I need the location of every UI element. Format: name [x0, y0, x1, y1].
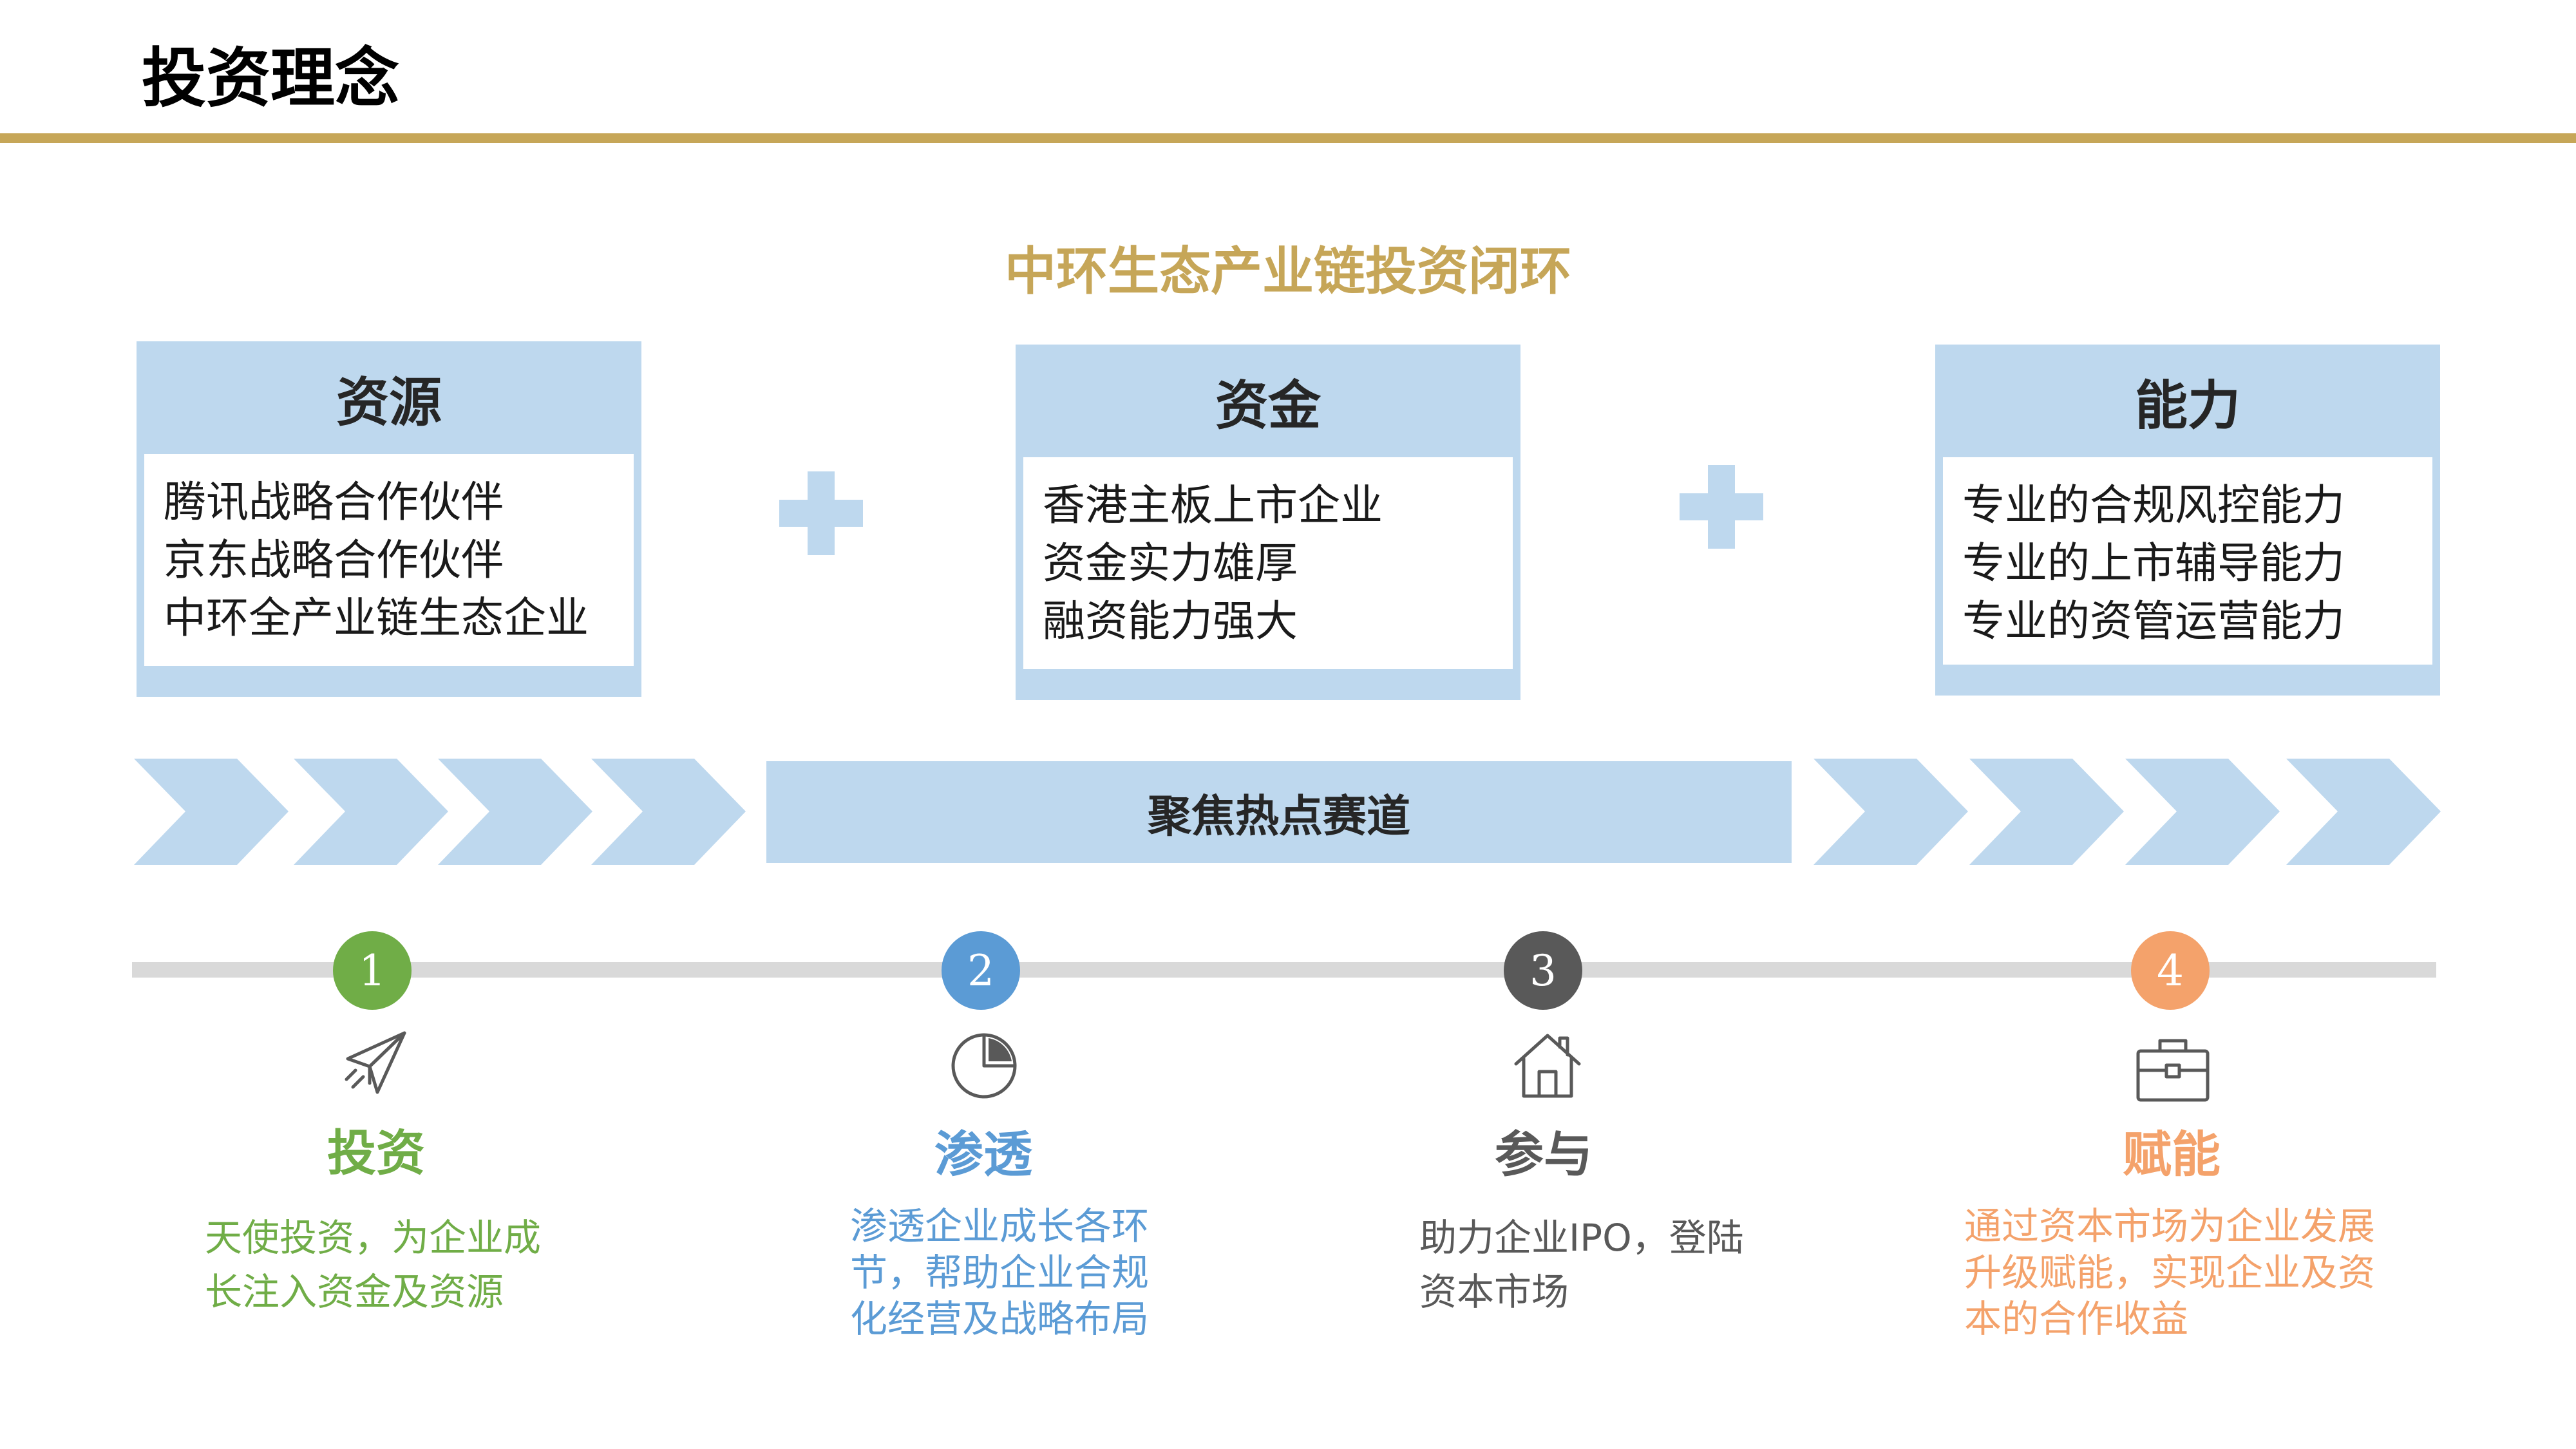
- card-capability: 能力 专业的合规风控能力 专业的上市辅导能力 专业的资管运营能力: [1935, 345, 2440, 696]
- step-description: 助力企业IPO，登陆 资本市场: [1419, 1211, 1744, 1319]
- card-line: 资金实力雄厚: [1043, 538, 1298, 588]
- step-description-line: 天使投资，为企业成: [205, 1216, 542, 1260]
- step-description-line: 化经营及战略布局: [850, 1297, 1150, 1341]
- step-description-line: 通过资本市场为企业发展: [1964, 1204, 2376, 1248]
- chevron-right-icon: [2286, 759, 2441, 865]
- step-description-line: 资本市场: [1419, 1270, 1569, 1314]
- step-number-badge: 1: [333, 931, 412, 1010]
- step-description: 天使投资，为企业成 长注入资金及资源: [205, 1211, 541, 1319]
- plus-icon-bar: [1680, 493, 1763, 520]
- step-description: 通过资本市场为企业发展 升级赋能，实现企业及资 本的合作收益: [1964, 1203, 2375, 1342]
- chevron-right-icon: [294, 759, 448, 865]
- card-line: 京东战略合作伙伴: [164, 535, 504, 585]
- section-subtitle: 中环生态产业链投资闭环: [1005, 242, 1571, 301]
- card-body: 腾讯战略合作伙伴 京东战略合作伙伴 中环全产业链生态企业: [144, 454, 634, 666]
- focus-bar: 聚焦热点赛道: [766, 761, 1792, 863]
- step-description-line: 节，帮助企业合规: [850, 1251, 1150, 1294]
- step-title: 渗透: [934, 1126, 1032, 1183]
- card-line: 中环全产业链生态企业: [164, 593, 589, 643]
- card-line: 专业的资管运营能力: [1962, 596, 2345, 646]
- card-title: 资源: [336, 372, 442, 433]
- card-line: 专业的上市辅导能力: [1962, 538, 2345, 588]
- chevron-right-icon: [438, 759, 592, 865]
- card-body: 香港主板上市企业 资金实力雄厚 融资能力强大: [1023, 457, 1513, 669]
- step-title: 投资: [327, 1124, 425, 1182]
- step-description-line: 本的合作收益: [1964, 1297, 2189, 1341]
- card-line: 腾讯战略合作伙伴: [164, 477, 504, 527]
- card-line: 融资能力强大: [1043, 596, 1298, 646]
- house-icon: [1512, 1030, 1583, 1101]
- page-title: 投资理念: [142, 41, 399, 116]
- card-title: 能力: [2134, 375, 2240, 437]
- card-line: 香港主板上市企业: [1043, 480, 1383, 530]
- card-capital: 资金 香港主板上市企业 资金实力雄厚 融资能力强大: [1016, 345, 1520, 700]
- card-body: 专业的合规风控能力 专业的上市辅导能力 专业的资管运营能力: [1943, 457, 2432, 665]
- chevron-right-icon: [591, 759, 746, 865]
- step-number-badge: 3: [1504, 931, 1582, 1010]
- step-description: 渗透企业成长各环 节，帮助企业合规 化经营及战略布局: [850, 1203, 1149, 1342]
- card-title: 资金: [1215, 375, 1321, 437]
- plus-icon-bar: [779, 500, 863, 527]
- title-divider: [0, 133, 2576, 143]
- step-description-line: 渗透企业成长各环: [850, 1204, 1150, 1248]
- chevron-right-icon: [2125, 759, 2280, 865]
- chevron-right-icon: [1814, 759, 1968, 865]
- chevron-right-icon: [134, 759, 289, 865]
- chevron-right-icon: [1969, 759, 2124, 865]
- toolbox-icon: [2134, 1034, 2210, 1105]
- step-description-line: 升级赋能，实现企业及资: [1964, 1251, 2376, 1294]
- step-number-badge: 2: [942, 931, 1020, 1010]
- paper-plane-icon: [340, 1028, 411, 1099]
- timeline-line: [132, 962, 2436, 978]
- card-line: 专业的合规风控能力: [1962, 480, 2345, 530]
- card-resources: 资源 腾讯战略合作伙伴 京东战略合作伙伴 中环全产业链生态企业: [137, 341, 641, 697]
- step-description-line: 助力企业IPO，登陆: [1419, 1216, 1744, 1260]
- pie-chart-icon: [949, 1030, 1019, 1101]
- step-number-badge: 4: [2131, 931, 2210, 1010]
- step-title: 参与: [1495, 1126, 1593, 1183]
- step-description-line: 长注入资金及资源: [205, 1270, 504, 1314]
- step-title: 赋能: [2123, 1126, 2221, 1183]
